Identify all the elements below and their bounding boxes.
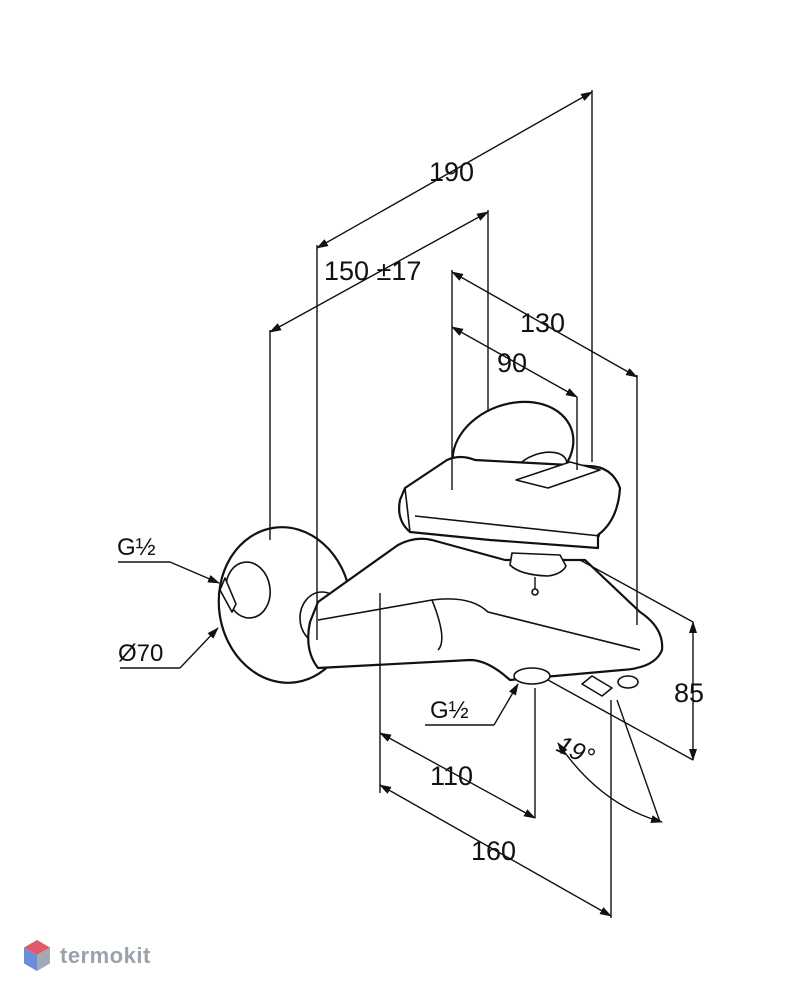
faucet-body: [217, 400, 664, 697]
angle-label: 19°: [553, 730, 599, 771]
dim-line-160: [379, 784, 612, 917]
watermark: termokit: [22, 936, 151, 976]
diameter-label: Ø70: [118, 640, 163, 667]
dimension-geometry: [118, 90, 697, 918]
dim-line-150: [269, 211, 489, 333]
watermark-text: termokit: [60, 943, 151, 968]
dim-line-130: [451, 271, 638, 378]
dim-label-160: 160: [471, 836, 516, 866]
dim-label-110: 110: [430, 761, 473, 791]
dim-label-150: 150 ±17: [324, 256, 421, 286]
thread-label-inlet: G½: [117, 534, 156, 561]
dim-line-90: [451, 326, 578, 398]
dim-label-130: 130: [520, 308, 565, 338]
dim-label-190: 190: [429, 157, 474, 187]
termokit-logo-icon: [24, 940, 50, 971]
thread-label-outlet: G½: [430, 697, 469, 724]
dim-label-85: 85: [674, 678, 704, 708]
dim-label-90: 90: [497, 348, 527, 378]
angle-arc: [557, 742, 663, 823]
